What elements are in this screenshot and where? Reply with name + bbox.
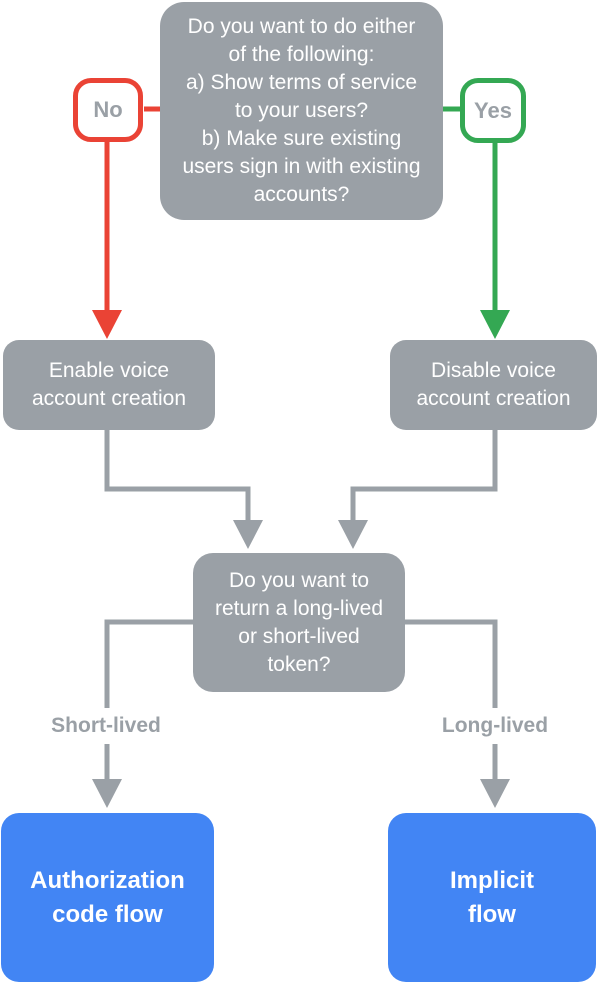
edge-no: [92, 106, 162, 339]
edge-disable-to-token: [338, 430, 498, 549]
node-question-token-lifetime: Do you want to return a long-lived or sh…: [193, 553, 405, 692]
badge-yes: Yes: [460, 78, 526, 143]
arrowhead-left-merge-icon: [233, 520, 263, 549]
node-question-terms: Do you want to do either of the followin…: [160, 2, 443, 220]
badge-no: No: [73, 78, 143, 142]
edge-label-long-lived: Long-lived: [410, 708, 580, 744]
arrowhead-yes-icon: [480, 310, 510, 339]
node-implicit-flow: Implicit flow: [388, 813, 596, 982]
arrowhead-long-lived-icon: [480, 779, 510, 808]
arrowhead-right-merge-icon: [338, 520, 368, 549]
node-authorization-code-flow: Authorization code flow: [1, 813, 214, 982]
arrowhead-short-lived-icon: [92, 779, 122, 808]
edge-enable-to-token: [104, 430, 263, 549]
node-enable-voice-account-creation: Enable voice account creation: [3, 340, 215, 430]
edge-yes: [441, 106, 510, 339]
arrowhead-no-icon: [92, 310, 122, 339]
node-disable-voice-account-creation: Disable voice account creation: [390, 340, 597, 430]
edge-label-short-lived: Short-lived: [22, 708, 190, 744]
